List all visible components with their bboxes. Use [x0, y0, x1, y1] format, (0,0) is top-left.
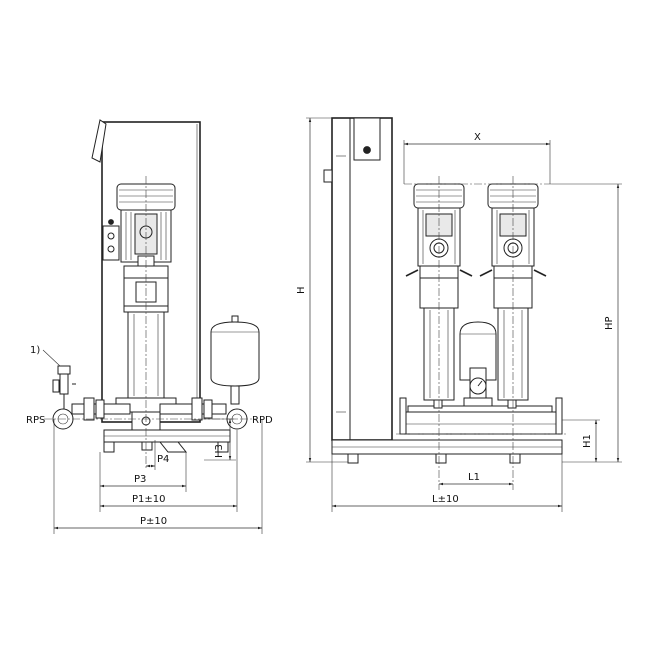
label-l1: L1	[468, 472, 480, 483]
dimensions-side	[306, 117, 622, 512]
label-hp: HP	[604, 316, 615, 330]
label-x: X	[474, 132, 481, 143]
label-note-1: 1)	[30, 345, 40, 356]
base-frame-side	[331, 397, 563, 464]
label-h1: H1	[582, 434, 593, 448]
pressure-vessel-side	[459, 321, 497, 381]
side-view: H X HP H1 L1 L±10	[296, 117, 622, 512]
label-h: H	[296, 286, 307, 294]
label-p1: P1±10	[132, 494, 166, 505]
label-p4: P4	[157, 454, 169, 465]
pressure-vessel-front	[210, 315, 260, 405]
label-p: P±10	[140, 516, 167, 527]
label-h3: H3	[214, 444, 225, 458]
front-view: 1) RPS RPD P4 P3 H3 P1±10 P±10	[26, 119, 273, 534]
label-rpd: RPD	[252, 415, 273, 426]
control-cabinet-side	[323, 117, 393, 441]
label-p3: P3	[134, 474, 146, 485]
label-l: L±10	[432, 494, 459, 505]
optional-accessory-front	[42, 349, 76, 409]
dimensions-front	[53, 418, 263, 534]
base-frame-front	[103, 429, 231, 453]
label-rps: RPS	[26, 415, 45, 426]
manometer-side	[463, 367, 493, 407]
